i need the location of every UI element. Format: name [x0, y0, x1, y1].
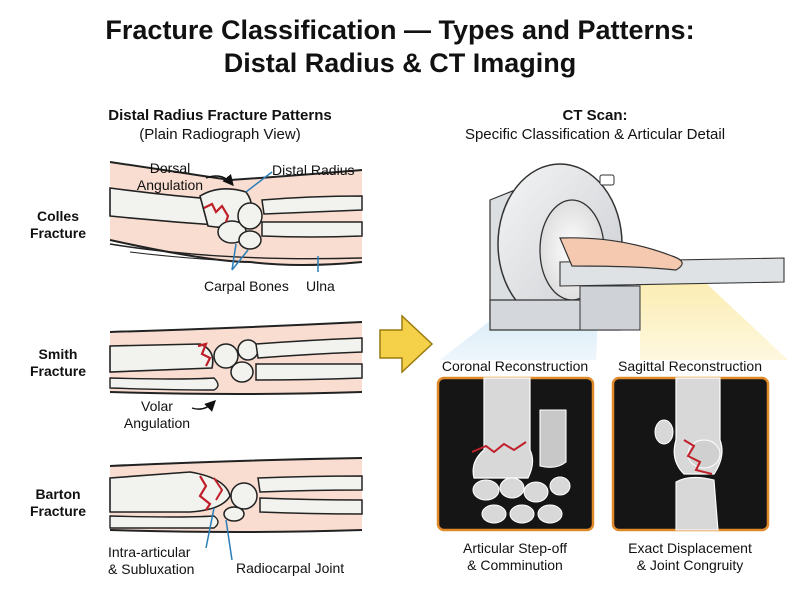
smith-row-label: Smith Fracture — [18, 346, 98, 380]
distal-radius-pointer — [245, 171, 273, 193]
colles-label-line-1: Colles — [36, 208, 79, 224]
sagittal-caption: Exact Displacement & Joint Congruity — [605, 540, 775, 574]
carpal-pointer-1 — [231, 243, 237, 271]
sagittal-ct-panel — [611, 376, 770, 532]
smith-fracture-illustration — [109, 321, 363, 412]
ulna-label: Ulna — [306, 278, 335, 294]
coronal-title: Coronal Reconstruction — [441, 358, 589, 374]
barton-fracture-illustration — [109, 457, 363, 561]
right-heading: CT Scan: — [562, 107, 628, 124]
intra-articular-label: Intra-articular & Subluxation — [108, 544, 194, 578]
coronal-ct-panel — [436, 376, 595, 532]
left-heading: Distal Radius Fracture Patterns — [108, 107, 332, 124]
barton-label-line-1: Barton — [35, 486, 81, 502]
dorsal-angulation-line-2: Angulation — [136, 177, 204, 193]
volar-angulation-line-1: Volar — [141, 398, 173, 414]
carpal-bones-label: Carpal Bones — [204, 278, 289, 294]
sagittal-title: Sagittal Reconstruction — [618, 358, 762, 374]
barton-row-label: Barton Fracture — [18, 486, 98, 520]
carpal-pointer-2 — [231, 249, 249, 271]
volar-angulation-label: Volar Angulation — [116, 398, 198, 432]
dorsal-angulation-line-1: Dorsal — [149, 160, 191, 176]
colles-label-line-2: Fracture — [29, 225, 87, 241]
right-arrow-icon — [379, 314, 434, 374]
volar-angulation-pointer — [191, 400, 216, 412]
smith-label-line-2: Fracture — [29, 363, 87, 379]
coronal-caption: Articular Step-off & Comminution — [430, 540, 600, 574]
page-title: Fracture Classification — Types and Patt… — [0, 14, 800, 80]
page-title-line-1: Fracture Classification — Types and Patt… — [105, 15, 695, 45]
right-subheading: Specific Classification & Articular Deta… — [464, 126, 726, 143]
coronal-caption-line-2: & Comminution — [467, 557, 563, 573]
volar-angulation-line-2: Angulation — [123, 415, 191, 431]
ct-scanner-icon — [440, 163, 788, 360]
colles-row-label: Colles Fracture — [18, 208, 98, 242]
barton-label-line-2: Fracture — [29, 503, 87, 519]
dorsal-angulation-pointer — [205, 173, 234, 187]
intra-articular-pointer — [205, 507, 215, 549]
page-title-line-2: Distal Radius & CT Imaging — [223, 48, 577, 78]
right-section-heading: CT Scan: Specific Classification & Artic… — [430, 106, 760, 144]
radiocarpal-joint-pointer — [225, 519, 233, 561]
intra-articular-line-2: & Subluxation — [108, 561, 195, 577]
coronal-caption-line-1: Articular Step-off — [462, 540, 567, 556]
intra-articular-line-1: Intra-articular — [108, 544, 191, 560]
left-subheading: (Plain Radiograph View) — [139, 126, 301, 143]
left-section-heading: Distal Radius Fracture Patterns (Plain R… — [60, 106, 380, 144]
radiocarpal-joint-label: Radiocarpal Joint — [236, 560, 345, 576]
colles-fracture-illustration — [109, 161, 363, 272]
sagittal-caption-line-1: Exact Displacement — [628, 540, 752, 556]
distal-radius-label: Distal Radius — [272, 162, 355, 178]
smith-label-line-1: Smith — [38, 346, 78, 362]
dorsal-angulation-label: Dorsal Angulation — [126, 160, 214, 194]
sagittal-caption-line-2: & Joint Congruity — [636, 557, 744, 573]
